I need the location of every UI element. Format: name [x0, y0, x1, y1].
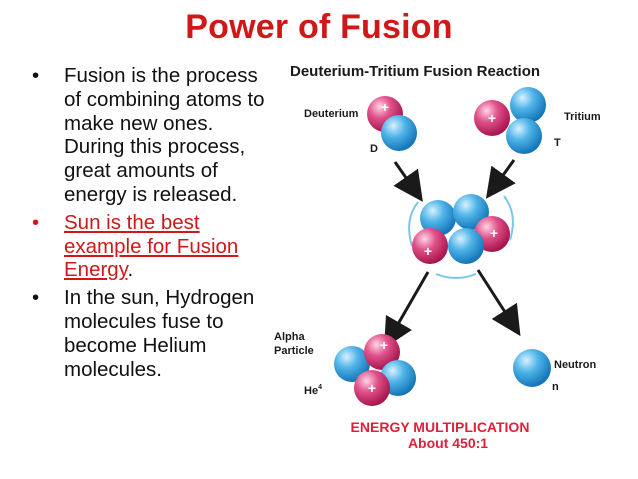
- neutron-ball: [381, 115, 417, 151]
- label-d: D: [370, 143, 378, 155]
- proton-ball: [354, 370, 390, 406]
- bullet-text: Fusion is the process of combining atoms…: [64, 64, 265, 206]
- neutron-ball: [510, 87, 546, 123]
- label-he: He4: [304, 384, 322, 397]
- proton-ball: [364, 334, 400, 370]
- bullet-highlight-text: Sun is the best example for Fusion Energ…: [64, 210, 239, 282]
- label-t: T: [554, 137, 561, 149]
- bullet-item: • Sun is the best example for Fusion Ene…: [30, 211, 270, 282]
- plus-sign: +: [381, 99, 389, 115]
- tritium-nucleus: +: [474, 87, 546, 154]
- proton-ball: [474, 100, 510, 136]
- bullet-list: • Fusion is the process of combining ato…: [30, 64, 270, 385]
- energy-ratio-text: About 450:1: [408, 435, 488, 451]
- bullet-dot: •: [32, 286, 40, 310]
- energy-wave: [408, 201, 419, 247]
- bullet-dot: •: [32, 64, 40, 87]
- arrow-in-right: [485, 159, 516, 199]
- label-particle: Particle: [274, 345, 314, 357]
- plus-sign: +: [490, 225, 498, 241]
- diagram-heading: Deuterium-Tritium Fusion Reaction: [290, 63, 540, 80]
- label-n: n: [552, 381, 559, 393]
- fusion-diagram-svg: Deuterium-Tritium Fusion Reaction Deuter…: [274, 63, 601, 451]
- label-neutron: Neutron: [554, 359, 596, 371]
- bullet-item: • In the sun, Hydrogen molecules fuse to…: [30, 286, 270, 381]
- plus-sign: +: [488, 110, 496, 126]
- label-alpha: Alpha: [274, 331, 305, 343]
- energy-multiplication-text: ENERGY MULTIPLICATION: [351, 419, 530, 435]
- bullet-dot: •: [32, 210, 40, 234]
- arrow-out-left: [384, 271, 430, 349]
- fusion-diagram: Deuterium-Tritium Fusion Reaction Deuter…: [268, 50, 628, 460]
- bullet-suffix: .: [127, 258, 134, 282]
- bullet-item: • Fusion is the process of combining ato…: [30, 64, 270, 207]
- arrow-in-left: [393, 161, 423, 202]
- neutron-ball: [448, 228, 484, 264]
- neutron-ball: [506, 118, 542, 154]
- arrow-out-right: [476, 269, 521, 337]
- alpha-particle: + +: [334, 334, 416, 406]
- plus-sign: +: [424, 243, 432, 259]
- label-deuterium: Deuterium: [304, 108, 359, 120]
- plus-sign: +: [380, 337, 388, 353]
- bullet-text: In the sun, Hydrogen molecules fuse to b…: [64, 286, 255, 381]
- proton-ball: [412, 228, 448, 264]
- energy-wave: [435, 273, 477, 279]
- fusion-cluster: + +: [408, 194, 514, 279]
- deuterium-nucleus: +: [367, 96, 417, 151]
- slide-title: Power of Fusion: [185, 8, 453, 46]
- energy-wave: [503, 195, 514, 241]
- label-tritium: Tritium: [564, 111, 601, 123]
- free-neutron-ball: [513, 349, 551, 387]
- plus-sign: +: [368, 380, 376, 396]
- neutron-ball: [334, 346, 370, 382]
- neutron-ball: [420, 200, 456, 236]
